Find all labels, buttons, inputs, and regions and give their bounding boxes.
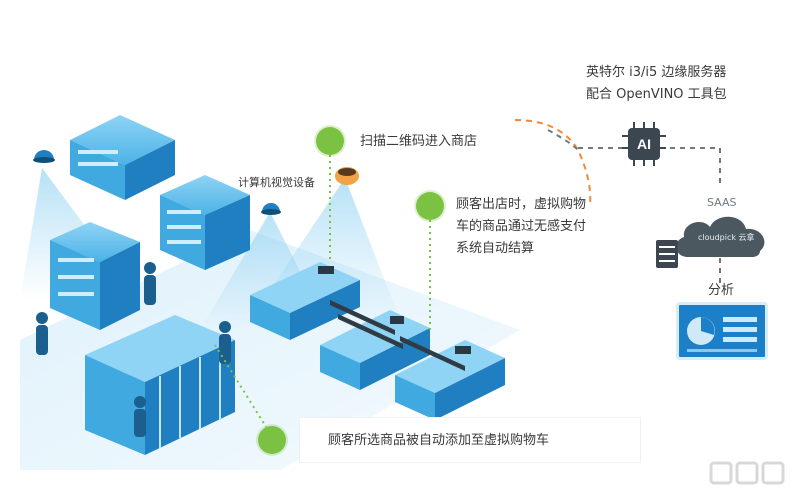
cloud-icon — [676, 216, 765, 257]
shelf-unit-3 — [50, 222, 140, 330]
edge-server-line-2: 配合 OpenVINO 工具包 — [586, 87, 727, 102]
step-cart-marker — [258, 426, 286, 454]
ai-chip-icon: AI — [628, 128, 660, 160]
server-icon — [656, 240, 678, 268]
ai-chip-label: AI — [637, 136, 651, 152]
connector-server-to-chip — [547, 129, 579, 151]
cloud-brand-label: cloudpick 云拿 — [698, 233, 755, 242]
saas-label: SAAS — [707, 196, 737, 209]
step-scan-label: 扫描二维码进入商店 — [360, 134, 478, 149]
connector-chip-right — [660, 147, 721, 188]
connector-orange — [514, 119, 592, 206]
ai-chip-pins — [622, 122, 666, 166]
step-scan-marker — [316, 127, 344, 155]
step-checkout-line-1: 顾客出店时，虚拟购物 — [456, 197, 587, 212]
shelf-unit-1 — [70, 115, 175, 200]
shopper-figure-3 — [219, 321, 231, 364]
step-cart-banner — [300, 418, 640, 462]
shopper-figure-1 — [144, 262, 156, 305]
camera-icon — [261, 203, 281, 215]
fridge-row — [85, 315, 235, 455]
shopper-figure-4 — [134, 396, 146, 437]
entry-gate — [250, 262, 360, 340]
step-checkout-marker — [416, 192, 444, 220]
watermark-mark — [704, 456, 794, 490]
checkout-gate-2 — [395, 340, 505, 420]
step-cart-label: 顾客所选商品被自动添加至虚拟购物车 — [328, 433, 550, 448]
watermark-logo — [709, 461, 785, 485]
dashboard-graphics — [687, 317, 757, 352]
step-checkout-line-3: 系统自动结算 — [456, 241, 535, 256]
camera-device-label: 计算机视觉设备 — [238, 176, 315, 189]
edge-server-text: 英特尔 i3/i5 边缘服务器 配合 OpenVINO 工具包 — [586, 62, 727, 106]
step-checkout-line-2: 车的商品通过无感支付 — [456, 219, 587, 234]
lane-dividers — [330, 300, 465, 371]
step-checkout-text: 顾客出店时，虚拟购物 车的商品通过无感支付 系统自动结算 — [456, 194, 586, 260]
camera-icon — [33, 150, 55, 163]
shopper-figure-2 — [36, 312, 48, 355]
analysis-label: 分析 — [708, 283, 735, 298]
camera-icon — [335, 167, 359, 185]
edge-server-line-1: 英特尔 i3/i5 边缘服务器 — [586, 65, 727, 80]
shelf-unit-2 — [160, 175, 250, 270]
dashboard-icon — [676, 302, 768, 360]
